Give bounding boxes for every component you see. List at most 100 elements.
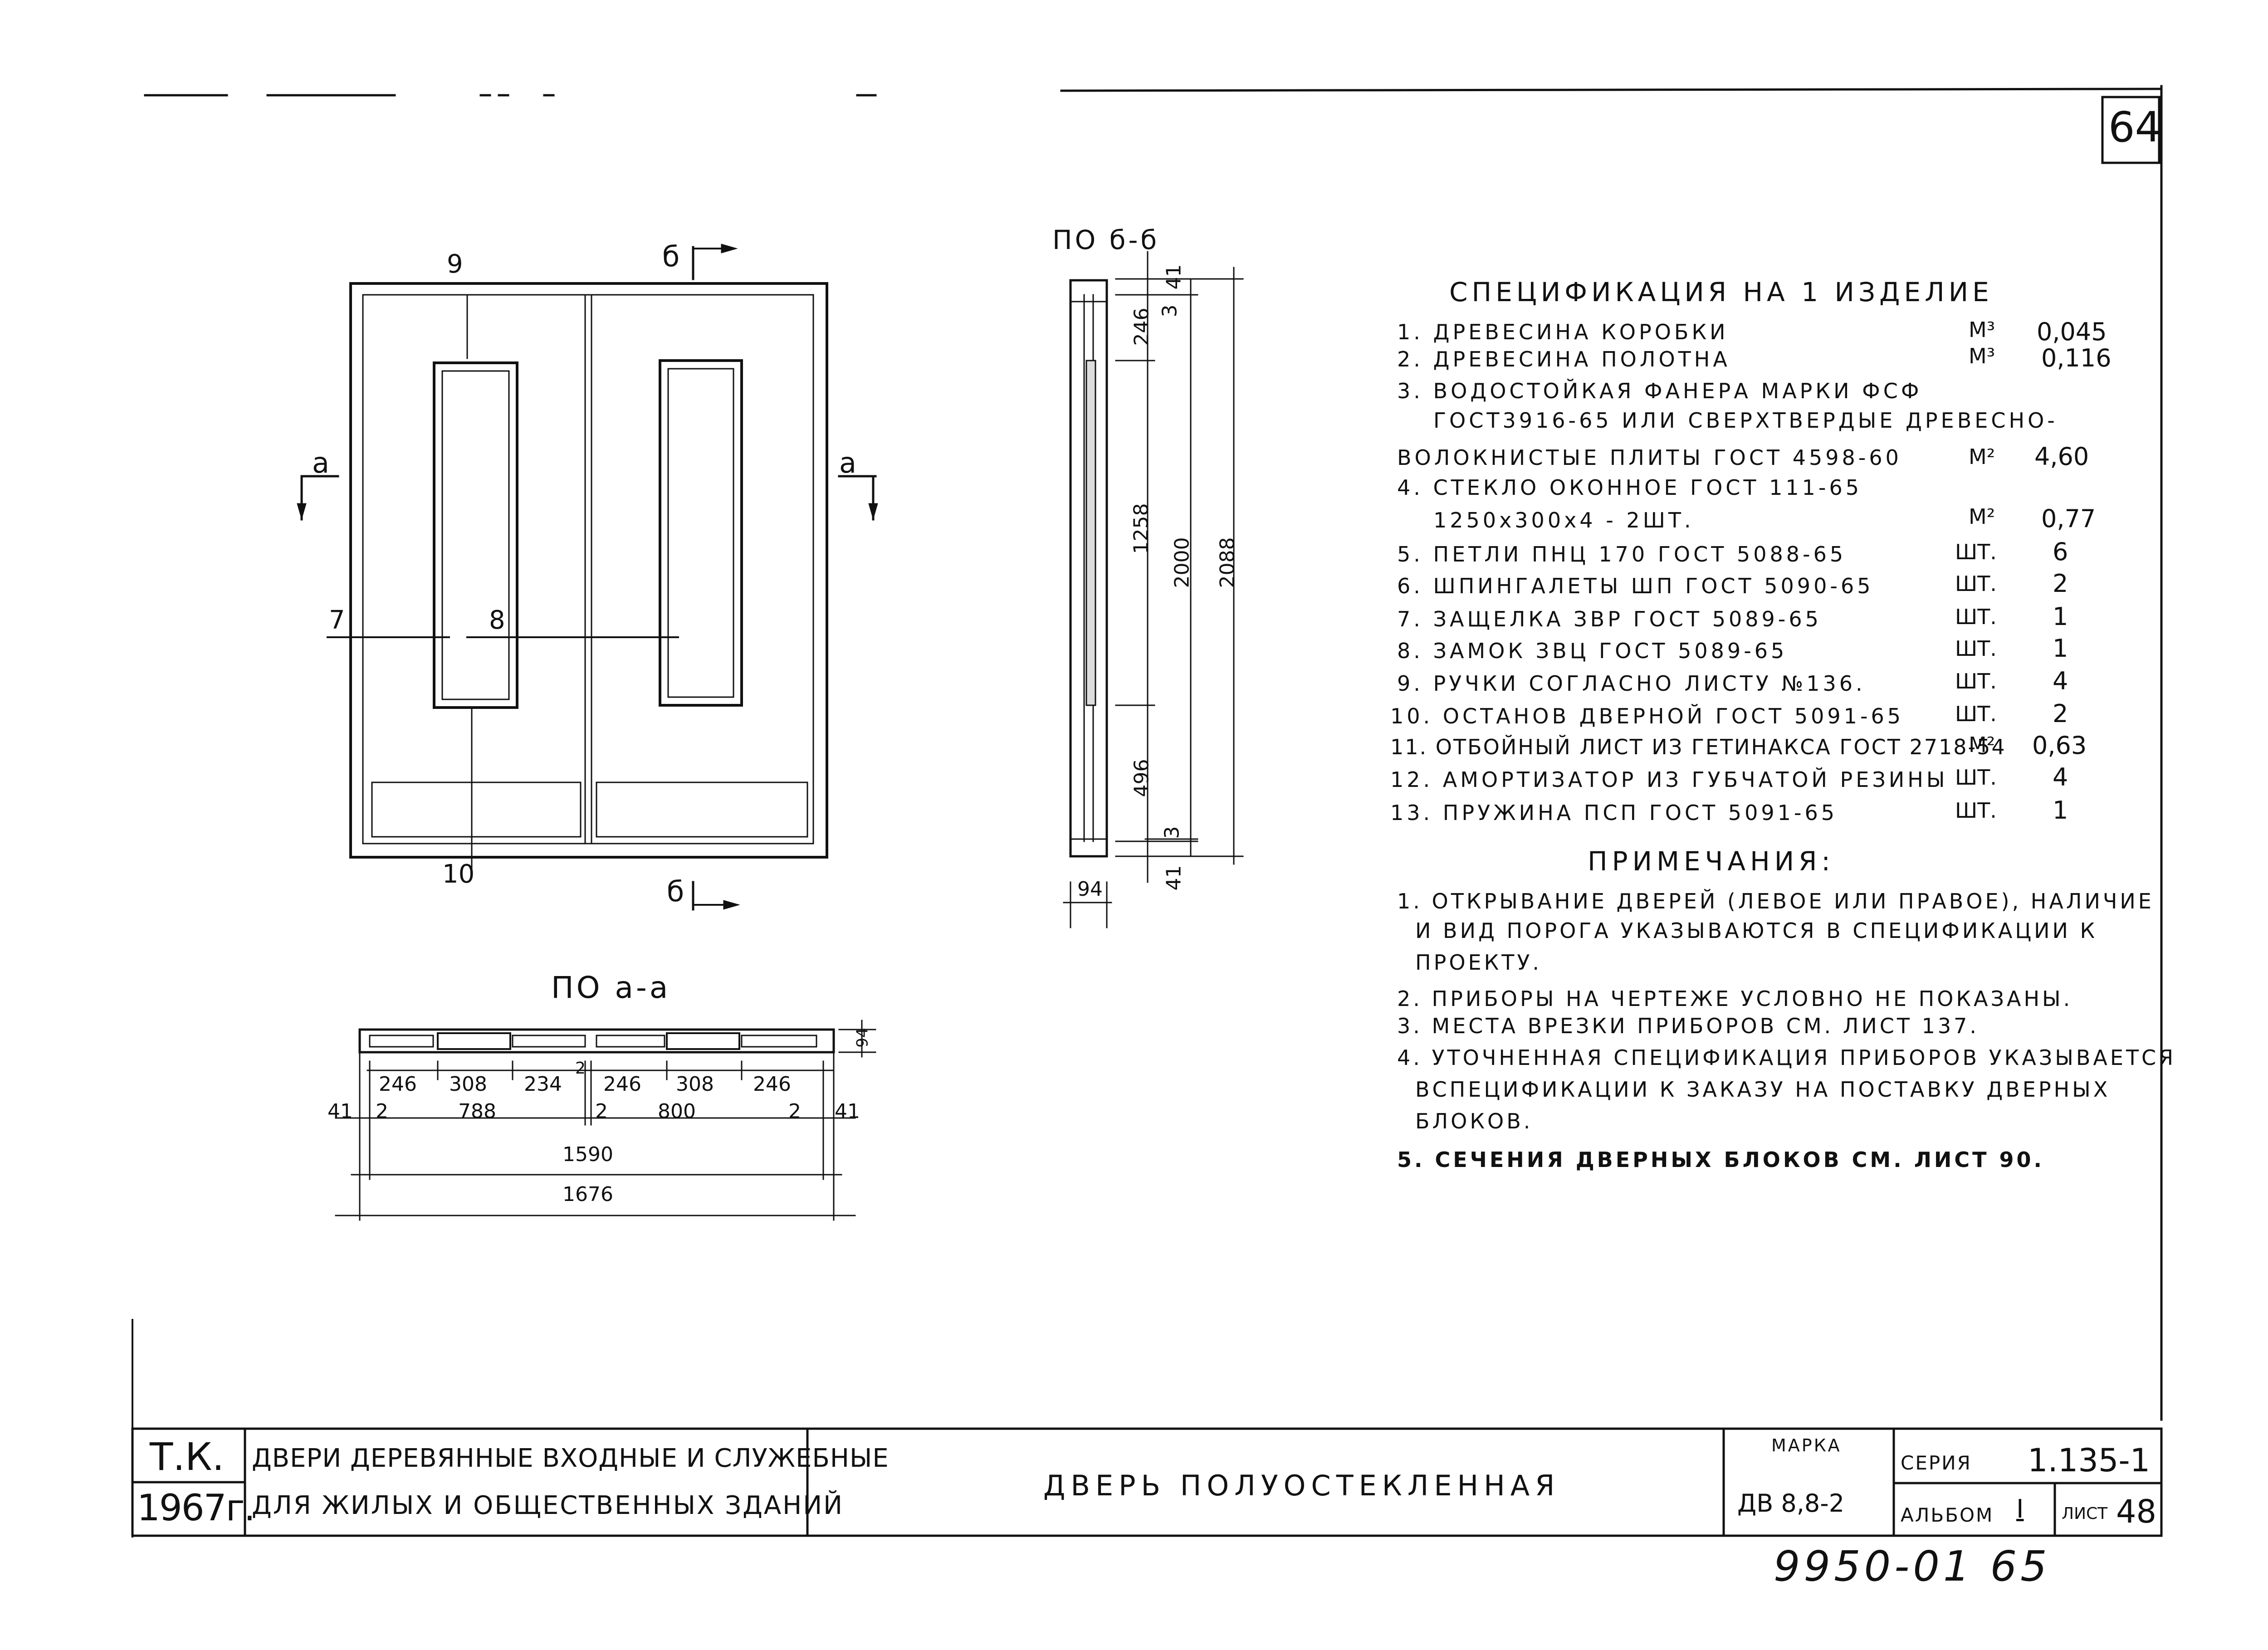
album-label: АЛЬБОМ (1901, 1504, 1994, 1526)
dim-bb-3-top: 3 (1158, 304, 1182, 317)
series-value: 1.135-1 (2028, 1442, 2151, 1479)
section-bb (1063, 251, 1244, 928)
dim-aa-800: 800 (658, 1100, 696, 1123)
dim-aa-2-sup: 2 (575, 1059, 586, 1078)
notes-title: ПРИМЕЧАНИЯ: (1588, 846, 1835, 877)
dim-aa-1676: 1676 (562, 1183, 613, 1206)
callout-9: 9 (447, 249, 463, 279)
dim-aa-308-1: 308 (449, 1073, 487, 1096)
dim-aa-41-left: 41 (327, 1100, 353, 1123)
spec-qty-7: 1 (2053, 602, 2068, 631)
callout-10: 10 (442, 859, 475, 889)
dim-aa-246-2: 246 (603, 1073, 641, 1096)
dim-bb-41-top: 41 (1162, 264, 1186, 290)
section-mark-b-bottom: б (667, 875, 684, 908)
drawing-title: ДВЕРЬ ПОЛУОСТЕКЛЕННАЯ (1043, 1469, 1560, 1502)
dim-bb-1258: 1258 (1129, 503, 1153, 554)
dim-bb-94: 94 (1077, 878, 1103, 901)
front-view (297, 244, 878, 911)
top-border (144, 88, 2160, 97)
spec-unit-8: ШТ. (1955, 636, 1997, 661)
spec-item-3: 3. ВОДОСТОЙКАЯ ФАНЕРА МАРКИ ФСФ (1397, 379, 1922, 403)
spec-unit-2: М³ (1969, 344, 1995, 368)
spec-unit-5: ШТ. (1955, 540, 1997, 564)
section-aa (335, 1020, 876, 1221)
subject-line-2: ДЛЯ ЖИЛЫХ И ОБЩЕСТВЕННЫХ ЗДАНИЙ (252, 1491, 844, 1520)
spec-qty-1: 0,045 (2037, 317, 2107, 346)
spec-qty-3: 4,60 (2034, 442, 2089, 471)
sheet-label: ЛИСТ (2062, 1504, 2108, 1523)
note-1-cont-1: И ВИД ПОРОГА УКАЗЫВАЮТСЯ В СПЕЦИФИКАЦИИ … (1415, 918, 2098, 943)
note-1: 1. ОТКРЫВАНИЕ ДВЕРЕЙ (ЛЕВОЕ ИЛИ ПРАВОЕ),… (1397, 889, 2154, 913)
dim-bb-2088: 2088 (1216, 537, 1239, 588)
album-value: I (2016, 1494, 2024, 1524)
spec-item-3-cont-2: ВОЛОКНИСТЫЕ ПЛИТЫ ГОСТ 4598-60 (1397, 445, 1902, 470)
dim-bb-496: 496 (1130, 759, 1154, 797)
spec-qty-6: 2 (2053, 569, 2068, 598)
spec-unit-6: ШТ. (1955, 571, 1997, 596)
dim-bb-3-bottom: 3 (1160, 826, 1184, 839)
subject-line-1: ДВЕРИ ДЕРЕВЯННЫЕ ВХОДНЫЕ И СЛУЖЕБНЫЕ (252, 1444, 889, 1473)
title-block-lines (131, 1427, 2163, 1537)
spec-unit-1: М³ (1969, 317, 1995, 342)
right-border (2101, 85, 2163, 1421)
spec-unit-13: ШТ. (1955, 798, 1997, 823)
section-bb-title: ПО б-б (1052, 225, 1160, 255)
spec-item-13: 13. ПРУЖИНА ПСП ГОСТ 5091-65 (1390, 801, 1838, 825)
spec-unit-10: ШТ. (1955, 702, 1997, 726)
dim-aa-2-mid: 2 (595, 1100, 608, 1123)
spec-qty-2: 0,116 (2041, 344, 2112, 372)
series-label: СЕРИЯ (1901, 1452, 1972, 1474)
spec-item-10: 10. ОСТАНОВ ДВЕРНОЙ ГОСТ 5091-65 (1390, 704, 1904, 728)
spec-unit-11: М² (1969, 732, 1995, 757)
year: 1967г. (137, 1487, 255, 1529)
note-4-cont-2: БЛОКОВ. (1415, 1109, 1533, 1133)
archive-stamp: 9950-01 65 (1774, 1542, 2051, 1591)
dim-aa-788: 788 (458, 1100, 496, 1123)
note-4-cont-1: ВСПЕЦИФИКАЦИИ К ЗАКАЗУ НА ПОСТАВКУ ДВЕРН… (1415, 1077, 2111, 1102)
note-2: 2. ПРИБОРЫ НА ЧЕРТЕЖЕ УСЛОВНО НЕ ПОКАЗАН… (1397, 986, 2073, 1011)
spec-qty-4: 0,77 (2041, 504, 2096, 533)
spec-item-8: 8. ЗАМОК ЗВЦ ГОСТ 5089-65 (1397, 639, 1788, 663)
dim-aa-1590: 1590 (562, 1143, 613, 1166)
note-5: 5. СЕЧЕНИЯ ДВЕРНЫХ БЛОКОВ СМ. ЛИСТ 90. (1397, 1147, 2045, 1172)
callout-7: 7 (329, 605, 345, 635)
note-4: 4. УТОЧНЕННАЯ СПЕЦИФИКАЦИЯ ПРИБОРОВ УКАЗ… (1397, 1045, 2176, 1070)
mark-value: ДВ 8,8-2 (1737, 1489, 1845, 1518)
dim-aa-308-2: 308 (676, 1073, 714, 1096)
spec-qty-8: 1 (2053, 634, 2068, 663)
dim-bb-41-bottom: 41 (1162, 865, 1186, 891)
spec-item-3-cont-1: ГОСТ3916-65 ИЛИ СВЕРХТВЕРДЫЕ ДРЕВЕСНО- (1433, 408, 2058, 433)
sheet-value: 48 (2116, 1493, 2157, 1530)
spec-item-7: 7. ЗАЩЕЛКА ЗВР ГОСТ 5089-65 (1397, 607, 1822, 631)
spec-unit-9: ШТ. (1955, 669, 1997, 693)
dim-bb-246: 246 (1130, 308, 1154, 346)
section-aa-title: ПО а-а (551, 970, 671, 1005)
dim-aa-41-right: 41 (835, 1100, 860, 1123)
spec-item-9: 9. РУЧКИ СОГЛАСНО ЛИСТУ №136. (1397, 671, 1866, 696)
spec-title: СПЕЦИФИКАЦИЯ НА 1 ИЗДЕЛИЕ (1449, 277, 1993, 308)
spec-qty-9: 4 (2053, 667, 2068, 695)
spec-item-4: 4. СТЕКЛО ОКОННОЕ ГОСТ 111-65 (1397, 475, 1862, 500)
section-mark-a-right: a (839, 446, 856, 479)
spec-qty-12: 4 (2053, 763, 2068, 791)
spec-item-2: 2. ДРЕВЕСИНА ПОЛОТНА (1397, 347, 1730, 371)
dim-aa-2-left: 2 (376, 1100, 388, 1123)
dim-aa-234: 234 (524, 1073, 562, 1096)
spec-item-1: 1. ДРЕВЕСИНА КОРОБКИ (1397, 320, 1729, 344)
spec-qty-11: 0,63 (2032, 731, 2087, 760)
spec-qty-13: 1 (2053, 796, 2068, 825)
note-3: 3. МЕСТА ВРЕЗКИ ПРИБОРОВ СМ. ЛИСТ 137. (1397, 1014, 1980, 1038)
spec-item-11: 11. ОТБОЙНЫЙ ЛИСТ ИЗ ГЕТИНАКСА ГОСТ 2718… (1390, 735, 2006, 759)
mark-label: МАРКА (1771, 1435, 1842, 1455)
note-1-cont-2: ПРОЕКТУ. (1415, 950, 1542, 975)
spec-unit-3: М² (1969, 444, 1995, 469)
dim-bb-2000: 2000 (1170, 537, 1194, 588)
dim-aa-246-3: 246 (753, 1073, 791, 1096)
org-code: Т.К. (150, 1435, 225, 1479)
sheet-number: 64 (2108, 103, 2162, 151)
dim-aa-2-right: 2 (788, 1100, 801, 1123)
spec-unit-7: ШТ. (1955, 605, 1997, 629)
